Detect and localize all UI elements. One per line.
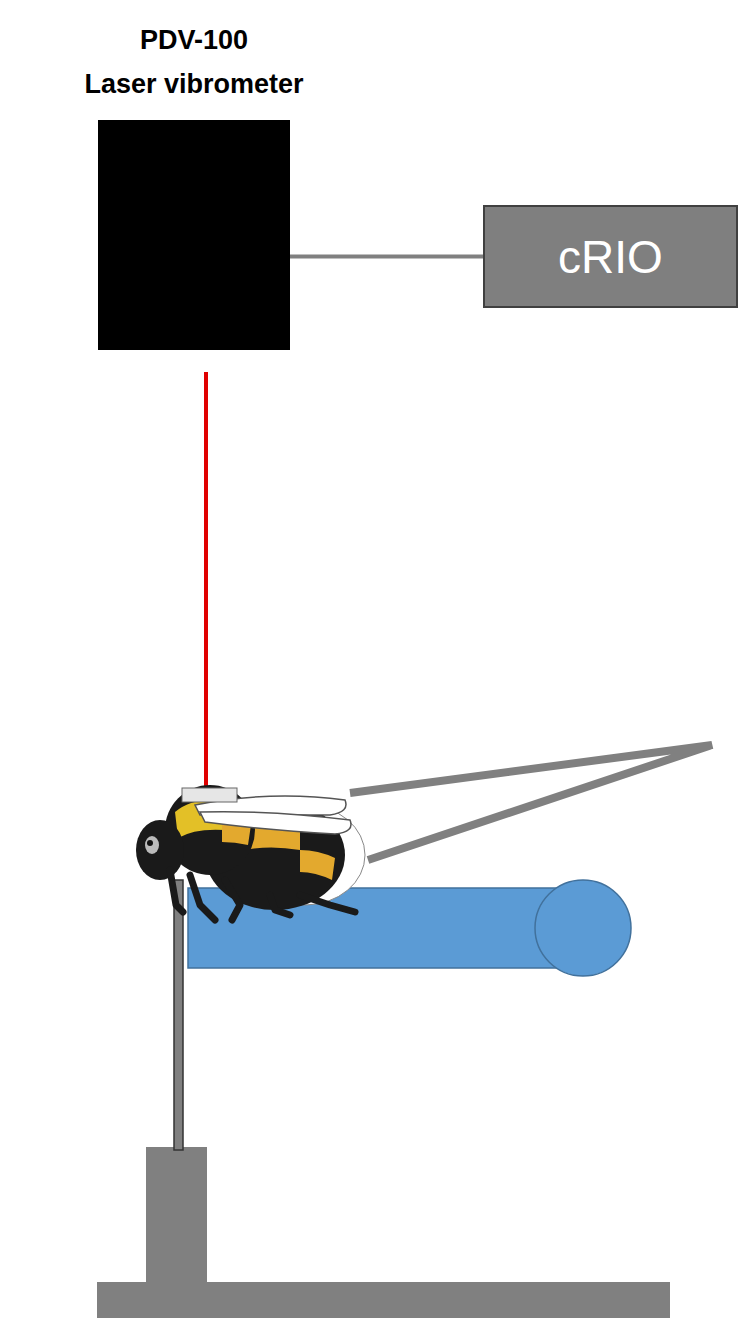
stand-base — [97, 1282, 670, 1318]
bumblebee — [136, 785, 365, 920]
cylinder-end — [535, 880, 631, 976]
wing-holder — [350, 745, 712, 860]
stand-post — [146, 1147, 207, 1287]
laser-beam — [204, 372, 208, 795]
vibrometer-unit: PDV-100 Laser vibrometer — [64, 18, 324, 350]
vibrometer-housing — [98, 120, 290, 350]
controller-box: cRIO — [483, 205, 738, 308]
controller-label: cRIO — [558, 230, 663, 284]
reflective-tag — [182, 788, 237, 802]
device-label: PDV-100 Laser vibrometer — [64, 18, 324, 106]
stand-rod — [174, 880, 183, 1150]
signal-cable — [290, 255, 483, 259]
